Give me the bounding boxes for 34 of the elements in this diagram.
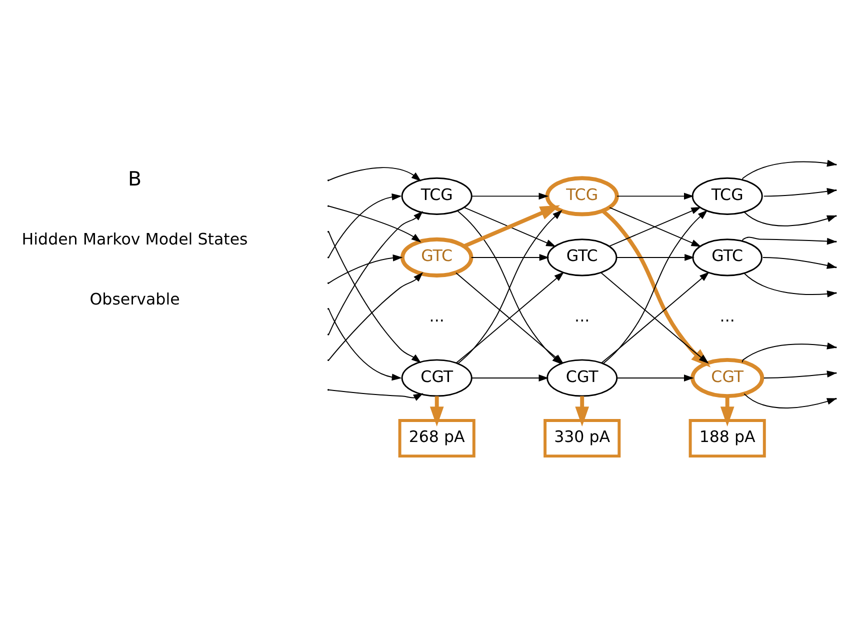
label: Hidden Markov Model States [22, 229, 248, 248]
arrow [616, 254, 694, 261]
node-box: 330 pA [544, 419, 621, 458]
node-box: 188 pA [688, 419, 766, 458]
arrow [328, 167, 422, 182]
arrow [328, 308, 402, 381]
node-box: 268 pA [398, 419, 476, 458]
node-ellipse: GTC [692, 238, 762, 276]
node-ellipse: TCG [401, 177, 472, 215]
arrow [470, 254, 550, 261]
arrow [328, 210, 424, 335]
arrow [328, 254, 403, 284]
label: Observable [90, 290, 180, 309]
label: ... [574, 306, 590, 326]
node-ellipse: CGT [690, 358, 764, 398]
node-ellipse: CGT [546, 359, 618, 397]
arrow [430, 396, 444, 426]
arrow [328, 272, 424, 361]
arrow [328, 389, 424, 401]
arrow [328, 194, 402, 258]
arrow [471, 374, 549, 382]
node-ellipse: GTC [400, 237, 474, 278]
arrow [616, 192, 694, 200]
arrow [328, 231, 422, 364]
label: B [128, 167, 142, 190]
label: ... [429, 306, 444, 326]
node-ellipse: TCG [545, 176, 619, 216]
arrow [471, 192, 549, 200]
arrow [616, 374, 694, 382]
node-ellipse: CGT [401, 359, 472, 397]
arrow [575, 396, 590, 426]
label: ... [720, 306, 735, 326]
arrow [720, 396, 734, 426]
arrow [328, 206, 422, 243]
